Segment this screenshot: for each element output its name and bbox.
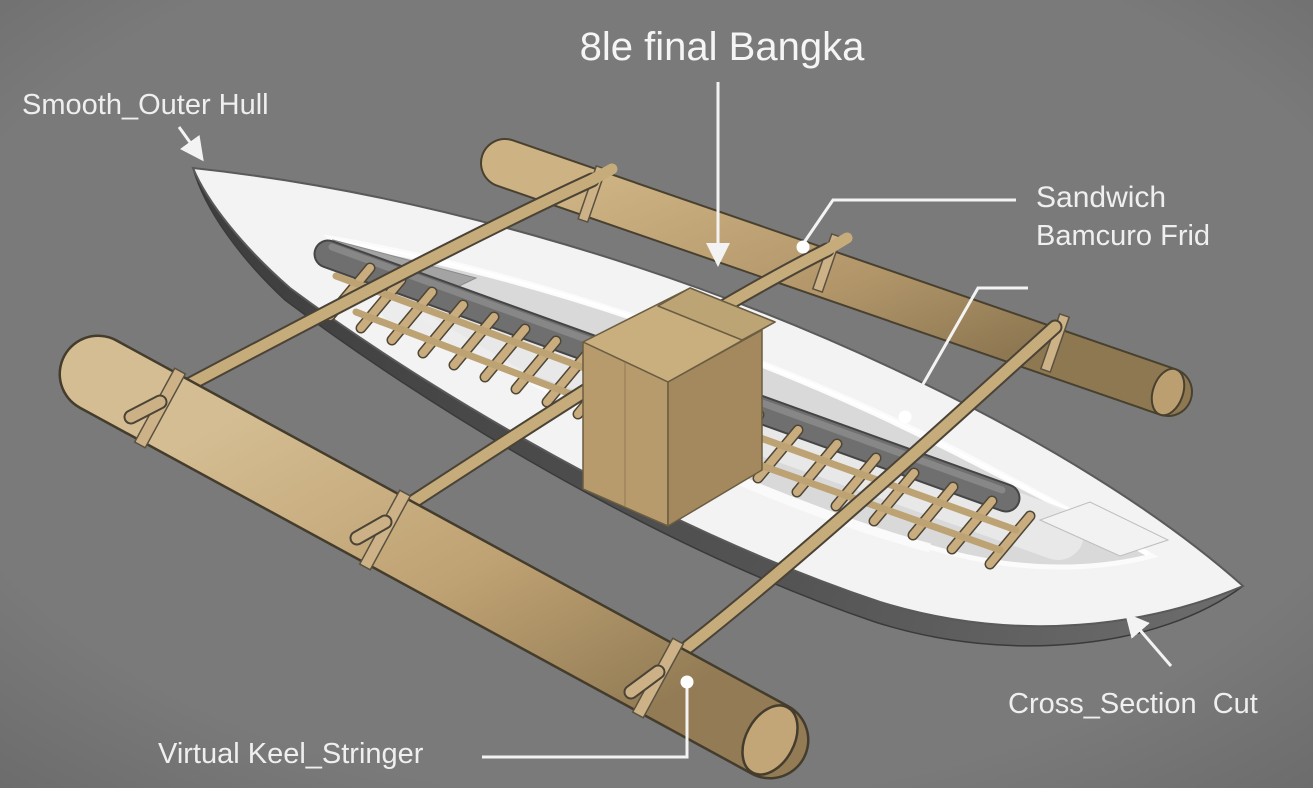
model-title: 8le final Bangka — [580, 25, 865, 69]
leader-line-bamboo-grid — [904, 286, 1028, 415]
leader-line-cross-section — [1125, 612, 1173, 667]
leader-line-keel-stringer — [482, 686, 689, 759]
label-sandwich-line2: Bamcuro Frid — [1036, 220, 1210, 252]
label-sandwich-line1: Sandwich — [1036, 181, 1166, 214]
callout-dot-bamboo-grid — [898, 410, 912, 424]
label-cross-section: Cross_Section Cut — [1008, 688, 1258, 720]
leader-line-outer-hull — [177, 126, 204, 162]
callout-dot-keel-stringer — [680, 675, 694, 689]
label-keel-stringer: Virtual Keel_Stringer — [158, 738, 424, 770]
leader-line-sandwich — [801, 198, 1016, 245]
callouts: 8le final Bangka Smooth_Outer Hull Sandw… — [22, 25, 1258, 770]
label-outer-hull: Smooth_Outer Hull — [22, 89, 269, 121]
callout-dot-sandwich — [796, 240, 810, 254]
